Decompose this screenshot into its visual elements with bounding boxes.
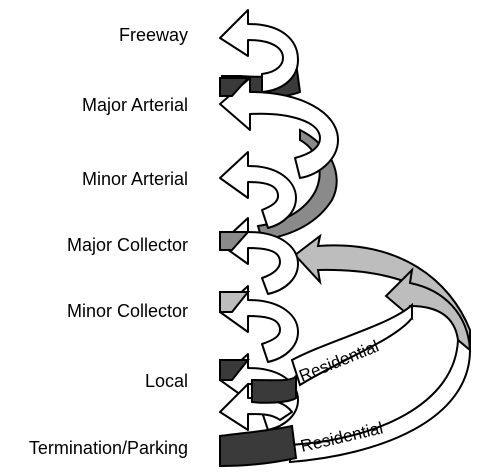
outer-light-band xyxy=(384,267,472,353)
level-label-termination-parking: Termination/Parking xyxy=(29,438,188,458)
minor-arterial-arrow xyxy=(219,151,297,229)
minor-collector-arrow xyxy=(219,285,299,363)
major-arterial-arrow xyxy=(219,77,339,179)
local-dark-band xyxy=(251,372,297,404)
termination-base xyxy=(219,424,298,468)
level-label-freeway: Freeway xyxy=(119,25,188,45)
left-dark-wedge-2 xyxy=(219,359,251,381)
level-label-minor-collector: Minor Collector xyxy=(67,301,188,321)
left-mid-wedge-1 xyxy=(219,231,251,251)
outer-residential-ramp xyxy=(293,233,471,351)
outer-return-band xyxy=(289,337,472,464)
level-label-major-collector: Major Collector xyxy=(67,235,188,255)
level-label-local: Local xyxy=(145,371,188,391)
level-label-major-arterial: Major Arterial xyxy=(82,95,188,115)
level-label-minor-arterial: Minor Arterial xyxy=(82,169,188,189)
inner-residential-band xyxy=(290,302,413,387)
left-light-wedge-1 xyxy=(219,291,251,313)
left-dark-wedge-1 xyxy=(219,77,251,97)
